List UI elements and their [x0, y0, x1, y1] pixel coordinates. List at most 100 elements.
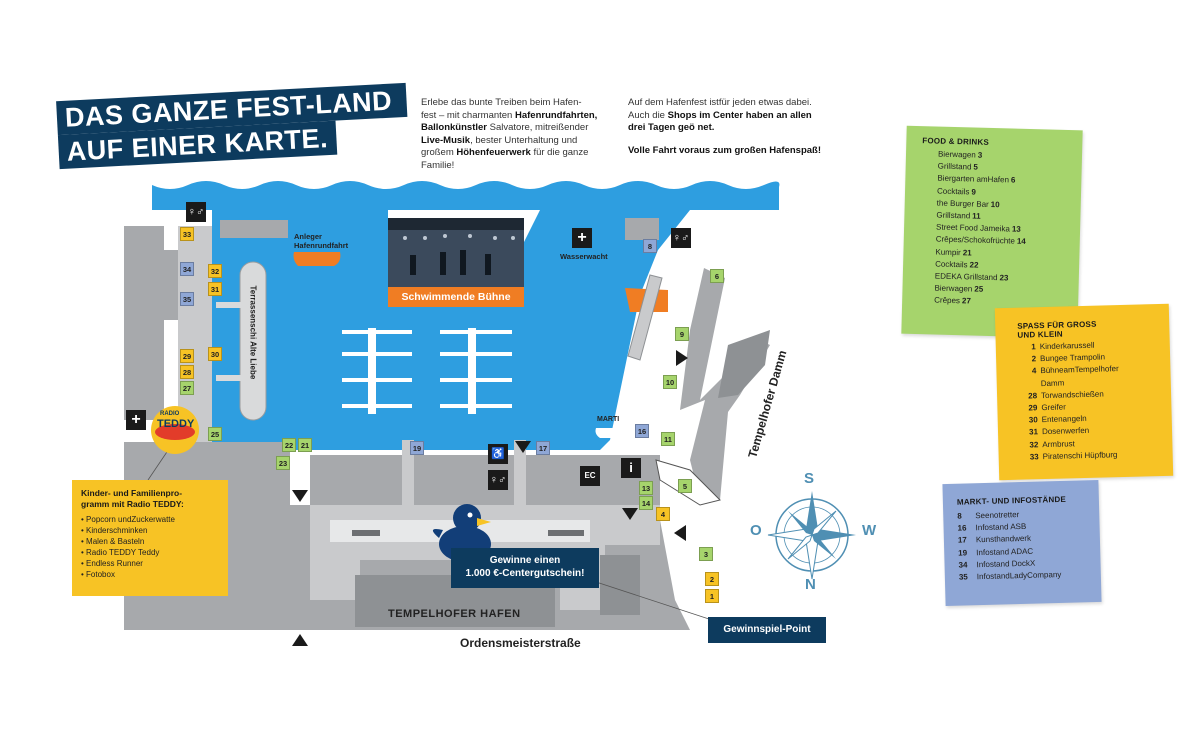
first-aid-icon[interactable]: +: [572, 228, 592, 248]
marker-4[interactable]: 4: [656, 507, 670, 521]
item-label: Crêpes/Schokofrüchte: [935, 234, 1016, 247]
legend-title: MARKT- UND INFOSTÄNDE: [956, 494, 1067, 507]
marker-2[interactable]: 2: [705, 572, 719, 586]
marker-29[interactable]: 29: [180, 349, 194, 363]
item-number: 19: [958, 548, 968, 558]
item-label: Cocktails: [935, 259, 968, 270]
prize-box: Gewinne einen 1.000 €-Centergutschein!: [451, 548, 599, 588]
radio-box-title: Kinder- und Familienpro- gramm mit Radio…: [81, 488, 219, 510]
item-number: 8: [957, 511, 962, 521]
marker-30[interactable]: 30: [208, 347, 222, 361]
marker-1[interactable]: 1: [705, 589, 719, 603]
marker-31[interactable]: 31: [208, 282, 222, 296]
marker-9[interactable]: 9: [675, 327, 689, 341]
radio-box-title-line: Kinder- und Familienpro-: [81, 488, 183, 498]
stage-label: Schwimmende Bühne: [388, 287, 524, 307]
item-number: 13: [1011, 224, 1021, 234]
compass-o: O: [750, 522, 762, 539]
first-aid-icon[interactable]: +: [126, 410, 146, 430]
item-label: Bierwagen: [937, 149, 976, 160]
marker-35[interactable]: 35: [180, 292, 194, 306]
intro-line: Salvatore, mitreißender: [487, 122, 589, 133]
label-line: Hafenrundfahrt: [294, 241, 349, 250]
item-label: InfostandLadyCompany: [976, 569, 1062, 582]
wheelchair-icon[interactable]: ♿: [488, 444, 508, 464]
marker-5[interactable]: 5: [678, 479, 692, 493]
intro-line: , bester Unterhaltung und: [470, 134, 578, 146]
item-number: 14: [1016, 237, 1026, 247]
prize-line: 1.000 €-Centergutschein!: [465, 568, 585, 579]
marker-33[interactable]: 33: [180, 227, 194, 241]
item-number: 2: [1031, 354, 1037, 364]
marker-21[interactable]: 21: [298, 438, 312, 452]
item-label: Crêpes: [934, 295, 961, 306]
radio-program-list: Popcorn undZuckerwatte Kinderschminken M…: [81, 514, 219, 580]
item-number: 30: [1028, 415, 1038, 425]
item-number: 4: [1031, 366, 1037, 376]
marker-19[interactable]: 19: [410, 441, 424, 455]
marker-8[interactable]: 8: [643, 239, 657, 253]
item-label: Grillstand: [937, 161, 972, 172]
item-number: 5: [973, 162, 979, 172]
item-number: 9: [971, 187, 977, 197]
entrance-arrow-icon: [674, 525, 686, 541]
entrance-arrow-icon: [622, 508, 638, 520]
toilet-icon[interactable]: ♀♂: [488, 470, 508, 490]
entrance-arrow-icon: [515, 441, 531, 453]
legend-title: SPASS FÜR GROSS UND KLEIN: [1017, 318, 1169, 340]
prize-line: Gewinne einen: [489, 555, 561, 566]
marker-13[interactable]: 13: [639, 481, 653, 495]
item-number: 35: [958, 572, 968, 582]
item-number: 23: [999, 273, 1009, 283]
list-item: Malen & Basteln: [81, 536, 219, 547]
intro-line: Auf dem Hafenfest istfür jeden etwas dab…: [628, 97, 812, 108]
marker-22[interactable]: 22: [282, 438, 296, 452]
intro-line: Erlebe das bunte Treiben beim Hafen-: [421, 97, 582, 108]
item-number: 29: [1028, 403, 1038, 413]
hafen-label: TEMPELHOFER HAFEN: [388, 608, 521, 620]
item-label: BühneamTempelhofer: [1040, 364, 1119, 376]
list-item: Popcorn undZuckerwatte: [81, 514, 219, 525]
intro-bold: drei Tagen geö net.: [628, 122, 715, 133]
marker-23[interactable]: 23: [276, 456, 290, 470]
marker-6[interactable]: 6: [710, 269, 724, 283]
marker-14[interactable]: 14: [639, 496, 653, 510]
compass-rose: [767, 491, 856, 580]
marker-28[interactable]: 28: [180, 365, 194, 379]
item-label: Biergarten amHafen: [937, 173, 1010, 185]
item-label: Seenotretter: [975, 510, 1020, 521]
item-number: 1: [1031, 342, 1036, 352]
marker-34[interactable]: 34: [180, 262, 194, 276]
entrance-arrow-icon: [676, 350, 688, 366]
marker-3[interactable]: 3: [699, 547, 713, 561]
ec-atm-icon[interactable]: EC: [580, 466, 600, 486]
radio-teddy-box: Kinder- und Familienpro- gramm mit Radio…: [72, 480, 228, 596]
item-number: 11: [972, 211, 981, 221]
marker-10[interactable]: 10: [663, 375, 677, 389]
compass-n: N: [805, 576, 816, 593]
item-number: 34: [958, 560, 968, 570]
marker-32[interactable]: 32: [208, 264, 222, 278]
item-label: Infostand ADAC: [976, 546, 1034, 557]
info-icon[interactable]: i: [621, 458, 641, 478]
marker-11[interactable]: 11: [661, 432, 675, 446]
item-number: 25: [974, 284, 984, 295]
marker-16[interactable]: 16: [635, 424, 649, 438]
marti-label: MARTI: [597, 416, 620, 423]
marker-27[interactable]: 27: [180, 381, 194, 395]
item-number: 16: [957, 523, 967, 533]
intro-line: Familie!: [421, 159, 455, 171]
radio-logo-small: RADIO: [160, 411, 180, 417]
gewinnspiel-point-button[interactable]: Gewinnspiel-Point: [708, 617, 826, 643]
marker-17[interactable]: 17: [536, 441, 550, 455]
legend-title: FOOD & DRINKS: [922, 136, 990, 147]
toilet-icon[interactable]: ♀♂: [671, 228, 691, 248]
compass-s: S: [804, 470, 815, 487]
toilet-icon[interactable]: ♀♂: [186, 202, 206, 222]
marker-25[interactable]: 25: [208, 427, 222, 441]
item-number: 22: [969, 260, 979, 270]
